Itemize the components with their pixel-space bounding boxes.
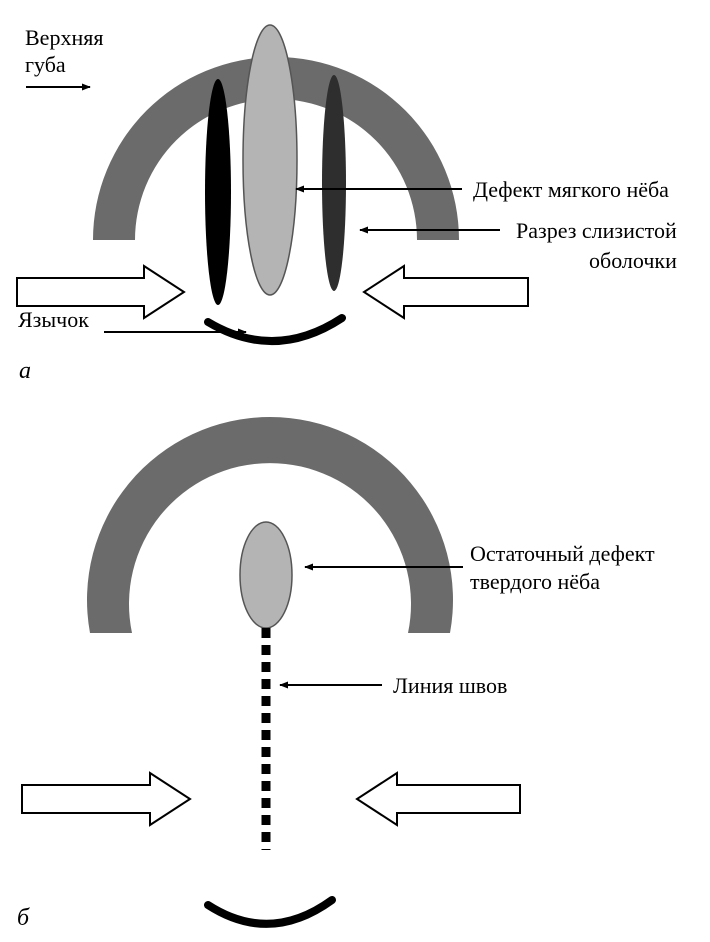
soft-palate-defect-label: Дефект мягкого нёба	[473, 177, 669, 202]
mucosa-incision-label-line2: оболочки	[589, 248, 677, 273]
residual-defect-label-line2: твердого нёба	[470, 569, 600, 594]
mucosa-incision-label-line1: Разрез слизистой	[516, 218, 677, 243]
panel-a: Верхняя губа Дефект мягкого нёба Разрез …	[16, 24, 677, 384]
upper-lip-arch-b	[86, 416, 453, 633]
upper-lip-label-line2: губа	[25, 52, 66, 77]
right-hollow-arrow-b	[355, 771, 521, 827]
left-hollow-arrow-a	[16, 264, 186, 320]
upper-lip-arch-a	[92, 56, 460, 240]
upper-lip-label-line1: Верхняя	[25, 25, 103, 50]
uvula-label: Язычок	[18, 307, 89, 332]
panel-a-letter: а	[19, 358, 31, 384]
residual-defect-label-line1: Остаточный дефект	[470, 541, 655, 566]
mucosa-incision-left	[205, 79, 231, 305]
mucosa-incision-right	[322, 75, 346, 291]
right-hollow-arrow-a	[362, 264, 529, 320]
soft-palate-defect	[242, 24, 298, 296]
residual-hard-palate-defect	[239, 521, 293, 629]
uvula-arc	[204, 314, 346, 346]
suture-line-label: Линия швов	[393, 673, 507, 698]
panel-b-letter: б	[17, 905, 30, 931]
uvula-arc-b	[204, 896, 336, 928]
panel-b: Остаточный дефект твердого нёба Линия шв…	[17, 416, 655, 931]
left-hollow-arrow-b	[21, 771, 192, 827]
